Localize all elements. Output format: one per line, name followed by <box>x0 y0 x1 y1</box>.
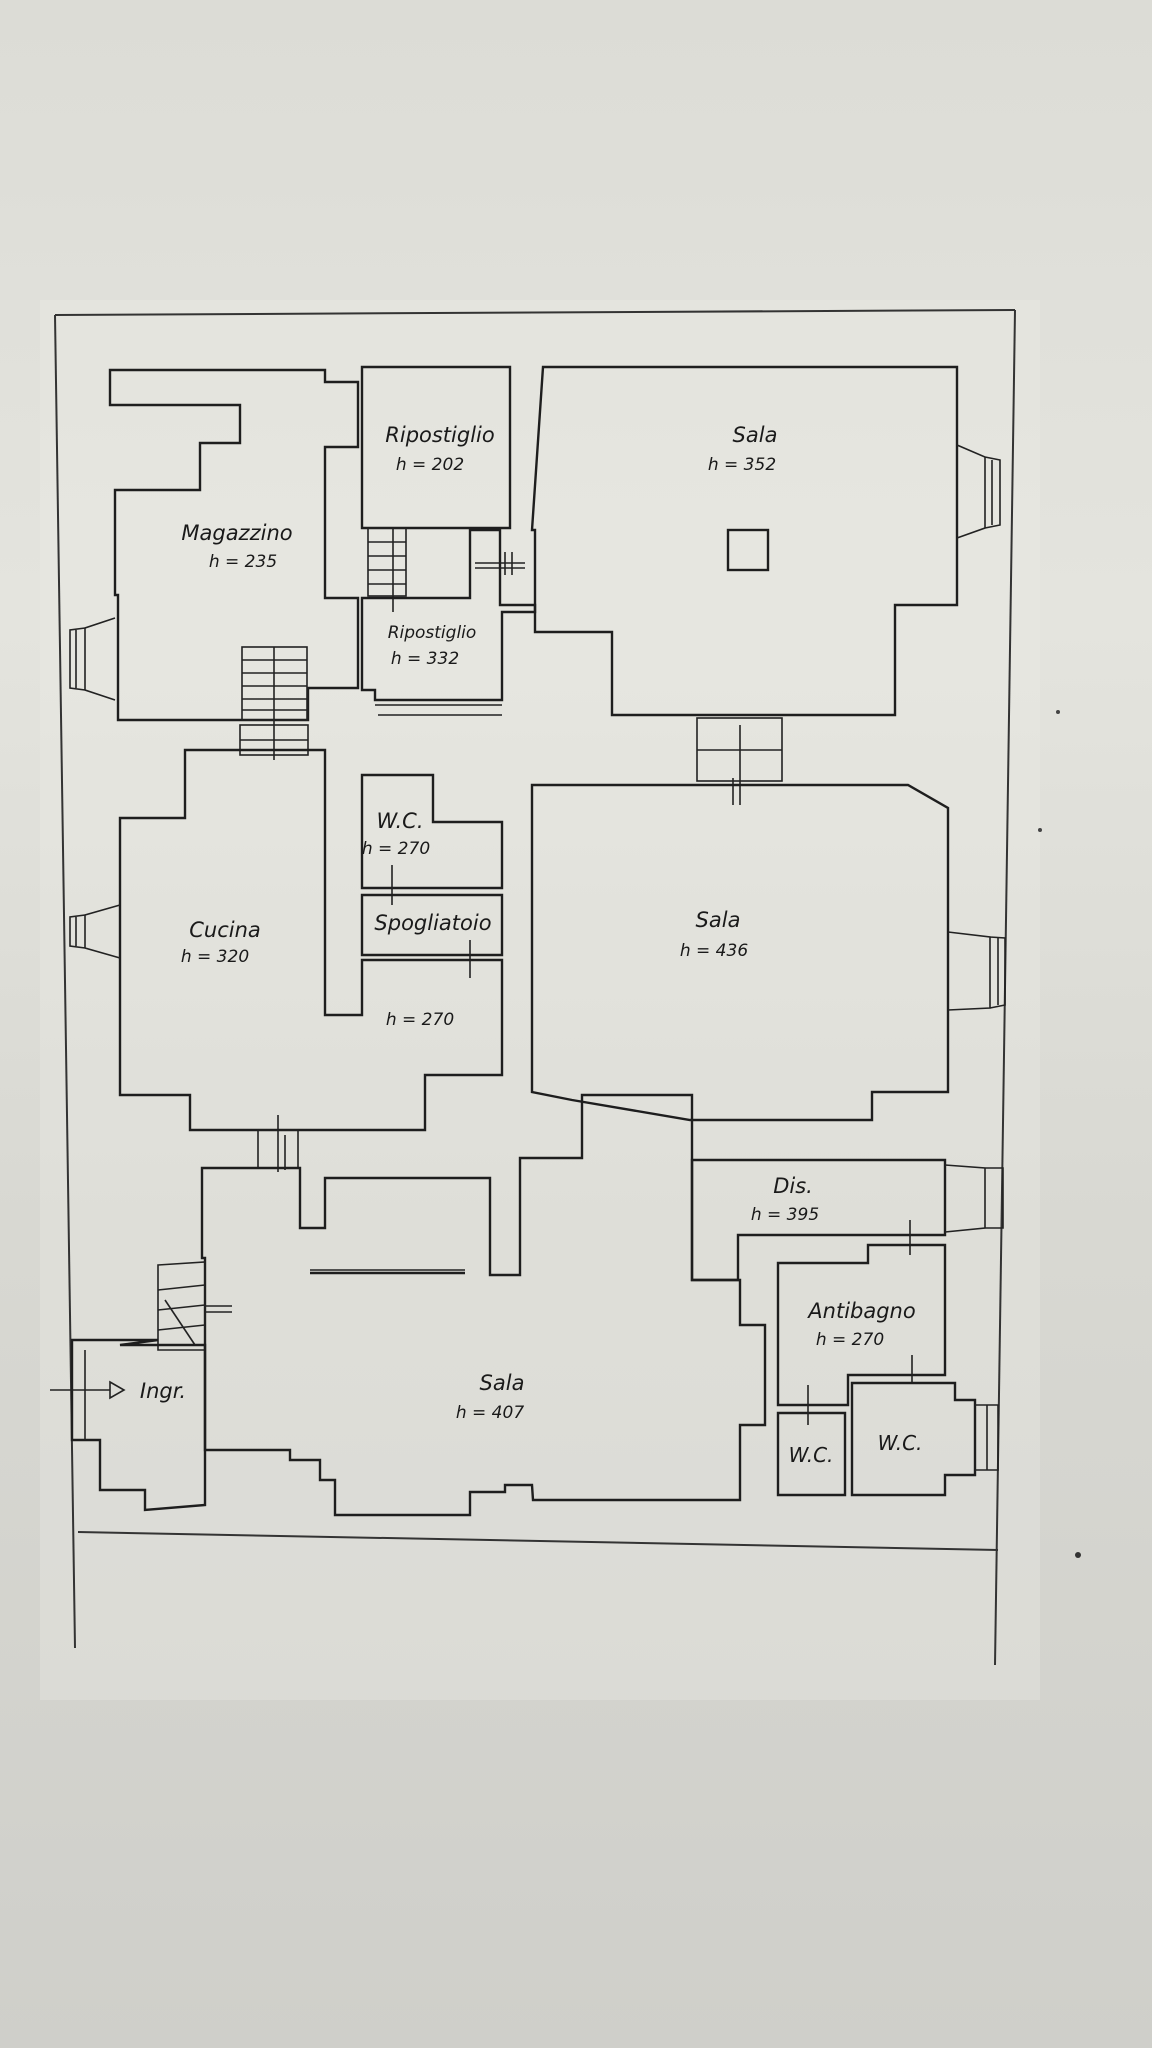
cucina-label: Cucina <box>189 918 261 942</box>
antibagno-height: h = 270 <box>816 1330 884 1350</box>
sala-mid-window <box>947 931 1006 1011</box>
spogliatoio-walls <box>360 893 504 957</box>
ripostiglio-mid-label: Ripostiglio <box>388 623 477 643</box>
speck <box>1056 710 1060 714</box>
magazzino-window <box>69 617 116 701</box>
sala-bottom-walls <box>200 1093 767 1517</box>
sala-bottom-label: Sala <box>480 1371 525 1395</box>
magazzino-label: Magazzino <box>181 521 292 545</box>
wc-center-walls <box>360 773 504 890</box>
ripostiglio-top-height: h = 202 <box>396 455 464 475</box>
entrance-arrow <box>50 1380 126 1400</box>
dis-height: h = 395 <box>751 1205 819 1225</box>
wc-small-walls <box>776 1411 847 1497</box>
wc-large-label: W.C. <box>878 1431 923 1455</box>
spogliatoio-label: Spogliatoio <box>374 911 491 935</box>
sala-top-walls <box>530 365 959 717</box>
speck <box>1075 1552 1081 1558</box>
passage-top <box>696 717 783 805</box>
ingresso-label: Ingr. <box>140 1379 186 1403</box>
magazzino-height: h = 235 <box>209 552 277 572</box>
dis-label: Dis. <box>773 1174 813 1198</box>
staircase-ripostiglio <box>367 527 407 612</box>
speck <box>1038 828 1042 832</box>
wc-center-height: h = 270 <box>362 839 430 859</box>
door-mark-ripostiglio <box>475 552 525 575</box>
sala-mid-height: h = 436 <box>680 941 748 961</box>
antibagno-label: Antibagno <box>806 1299 915 1323</box>
cucina-height: h = 320 <box>181 947 249 967</box>
staircase-magazzino <box>239 646 309 760</box>
wc-large-window <box>975 1404 999 1471</box>
magazzino-walls <box>108 368 360 722</box>
wc-large-walls <box>850 1381 977 1497</box>
dis-window <box>944 1164 1004 1233</box>
column <box>726 528 770 572</box>
sala-bottom-height: h = 407 <box>456 1403 524 1423</box>
sala-mid-walls <box>530 783 950 1122</box>
wc-center-label: W.C. <box>376 809 423 833</box>
corridor-height: h = 270 <box>386 1010 454 1030</box>
sala-top-label: Sala <box>733 423 778 447</box>
sala-top-height: h = 352 <box>708 455 776 475</box>
sala-mid-label: Sala <box>696 908 741 932</box>
cucina-walls <box>118 748 504 1132</box>
sala-top-window <box>956 444 1001 539</box>
wc-small-label: W.C. <box>789 1443 834 1467</box>
ripostiglio-top-walls <box>360 365 512 530</box>
cucina-window <box>69 904 121 959</box>
antibagno-walls <box>776 1243 947 1407</box>
paper-sheet <box>40 300 1040 1700</box>
ripostiglio-top-label: Ripostiglio <box>385 423 494 447</box>
ingresso-walls <box>70 1338 207 1512</box>
ripostiglio-mid-height: h = 332 <box>391 649 459 669</box>
